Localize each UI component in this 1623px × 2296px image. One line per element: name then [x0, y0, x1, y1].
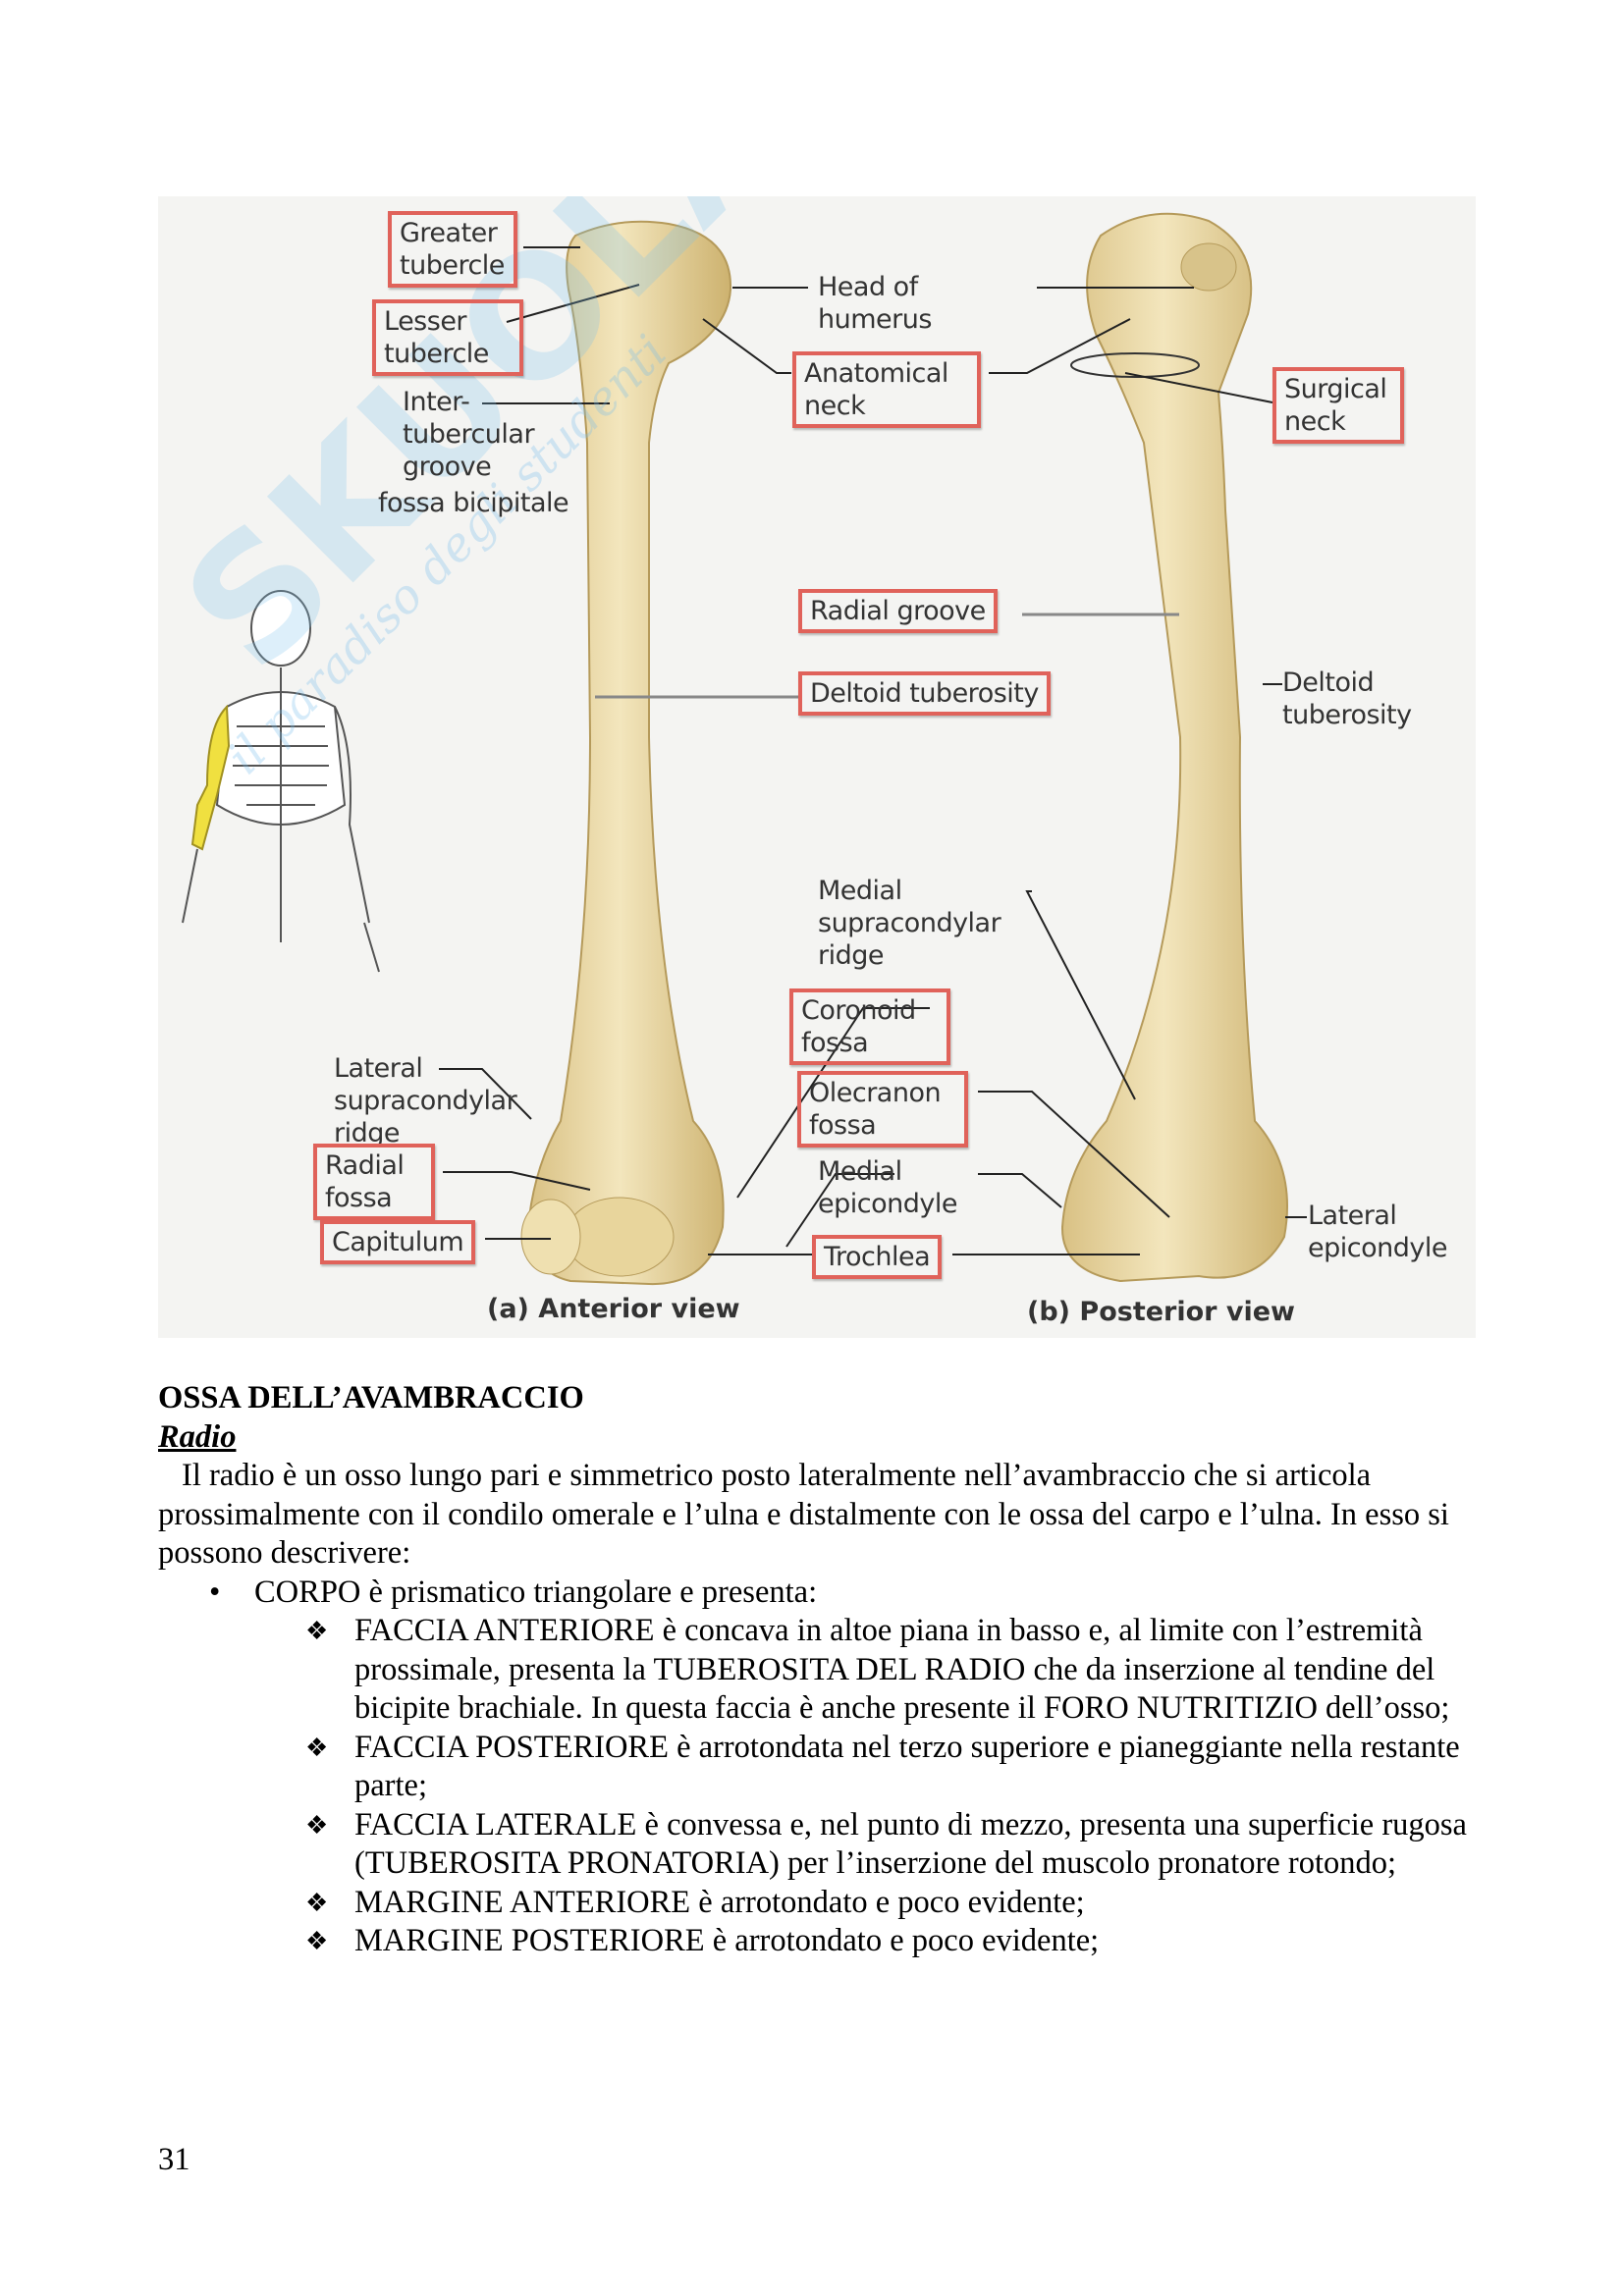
- humerus-figure: SKUOLA.net il paradiso degli studenti Gr…: [158, 196, 1476, 1338]
- page-number: 31: [158, 2142, 190, 2177]
- intro-paragraph: Il radio è un osso lungo pari e simmetri…: [158, 1458, 1449, 1571]
- posterior-humerus: [1060, 212, 1288, 1283]
- label-lateral-epicondyle: Lateral epicondyle: [1308, 1201, 1447, 1263]
- label-anatomical-neck: Anatomical neck: [792, 351, 981, 428]
- sub-list-item: ❖ FACCIA ANTERIORE è concava in altoe pia…: [158, 1612, 1479, 1729]
- sub-item-text: FACCIA LATERALE è convessa e, nel punto …: [354, 1806, 1467, 1882]
- label-medial-epicondyle: Medial epicondyle: [818, 1156, 957, 1219]
- label-medial-supracondylar-ridge: Medial supracondylar ridge: [818, 876, 1001, 971]
- diamond-bullet-icon: ❖: [305, 1810, 329, 1840]
- label-radial-groove: Radial groove: [798, 589, 998, 633]
- diamond-bullet-icon: ❖: [305, 1927, 329, 1955]
- label-lesser-tubercle: Lesser tubercle: [372, 299, 523, 376]
- bullet-item: • CORPO è prismatico triangolare e prese…: [158, 1574, 1479, 1613]
- sub-item-text: MARGINE ANTERIORE è arrotondato e poco e…: [354, 1884, 1085, 1920]
- label-trochlea: Trochlea: [812, 1235, 943, 1279]
- label-deltoid-tuberosity-anterior: Deltoid tuberosity: [798, 671, 1051, 716]
- bullet-text: CORPO è prismatico triangolare e present…: [254, 1574, 818, 1610]
- label-deltoid-tuberosity-posterior: Deltoid tuberosity: [1282, 667, 1412, 730]
- label-lateral-supracondylar-ridge: Lateral supracondylar ridge: [334, 1053, 517, 1147]
- sub-list-item: ❖ MARGINE ANTERIORE è arrotondato e poco …: [158, 1884, 1479, 1923]
- caption-anterior-view: (a) Anterior view: [487, 1294, 740, 1324]
- sub-item-text: FACCIA ANTERIORE è concava in altoe pian…: [354, 1613, 1450, 1726]
- label-head-of-humerus: Head of humerus: [818, 272, 932, 335]
- label-radial-fossa: Radial fossa: [313, 1144, 435, 1220]
- diamond-bullet-icon: ❖: [305, 1733, 329, 1762]
- label-intertubercular-groove: Inter- tubercular groove: [403, 387, 535, 482]
- sub-list-item: ❖ FACCIA LATERALE è convessa e, nel punto…: [158, 1806, 1479, 1884]
- section-title: OSSA DELL’AVAMBRACCIO: [158, 1380, 584, 1415]
- label-fossa-bicipitale: fossa bicipitale: [378, 488, 569, 518]
- body-text: OSSA DELL’AVAMBRACCIO Radio Il radio è u…: [158, 1379, 1479, 1961]
- sub-item-text: MARGINE POSTERIORE è arrotondato e poco …: [354, 1923, 1100, 1958]
- bullet-marker: •: [209, 1574, 221, 1610]
- sub-list-item: ❖ FACCIA POSTERIORE è arrotondata nel ter…: [158, 1729, 1479, 1806]
- sub-list-item: ❖ MARGINE POSTERIORE è arrotondato e poco…: [158, 1922, 1479, 1961]
- diamond-bullet-icon: ❖: [305, 1617, 329, 1645]
- label-capitulum: Capitulum: [320, 1220, 476, 1264]
- label-coronoid-fossa: Coronoid fossa: [789, 988, 950, 1065]
- subsection-title: Radio: [158, 1418, 237, 1455]
- label-olecranon-fossa: Olecranon fossa: [797, 1071, 968, 1148]
- sub-item-text: FACCIA POSTERIORE è arrotondata nel terz…: [354, 1729, 1460, 1804]
- humerus-illustration: [182, 212, 1307, 1286]
- anterior-humerus: [527, 220, 732, 1286]
- diamond-bullet-icon: ❖: [305, 1888, 329, 1917]
- label-surgical-neck: Surgical neck: [1272, 367, 1404, 444]
- caption-posterior-view: (b) Posterior view: [1027, 1297, 1295, 1327]
- skeleton-thumbnail-icon: [182, 590, 380, 973]
- label-greater-tubercle: Greater tubercle: [388, 211, 517, 288]
